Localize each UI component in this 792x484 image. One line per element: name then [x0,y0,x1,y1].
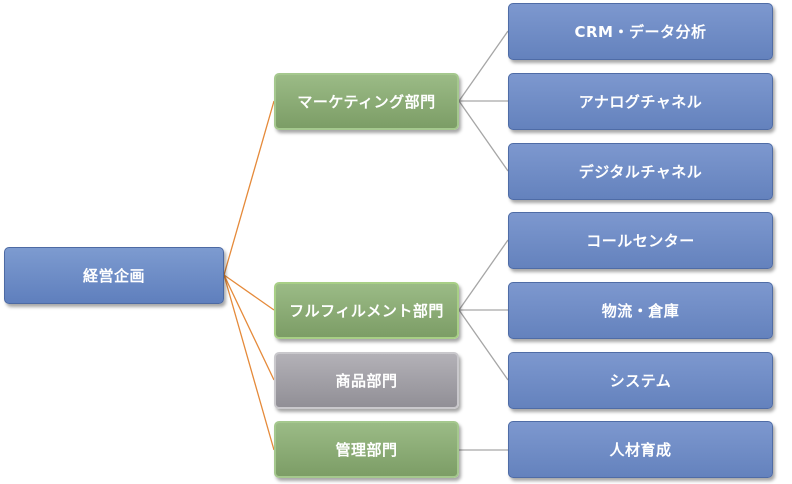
department-fulfillment-label: フルフィルメント部門 [289,302,444,320]
unit-digital-channel-label: デジタルチャネル [578,163,703,181]
connector-root-product [223,274,275,381]
connector-fulfillment-system [458,309,509,381]
department-product-label: 商品部門 [335,372,398,390]
unit-crm-data-analysis[interactable]: CRM・データ分析 [508,3,773,60]
department-management[interactable]: 管理部門 [274,421,459,478]
department-marketing[interactable]: マーケティング部門 [274,73,459,130]
root-node[interactable]: 経営企画 [4,247,224,304]
unit-system-label: システム [609,372,672,390]
connector-root-management [223,274,275,451]
unit-digital-channel[interactable]: デジタルチャネル [508,143,773,200]
unit-analog-channel-label: アナログチャネル [578,93,703,111]
unit-call-center-label: コールセンター [586,232,695,250]
department-product[interactable]: 商品部門 [274,352,459,409]
department-management-label: 管理部門 [335,441,398,459]
root-node-label: 経営企画 [82,267,145,285]
connector-root-marketing [223,100,275,276]
unit-analog-channel[interactable]: アナログチャネル [508,73,773,130]
unit-hr-development[interactable]: 人材育成 [508,421,773,478]
unit-system[interactable]: システム [508,352,773,409]
unit-logistics-warehouse-label: 物流・倉庫 [601,302,680,320]
unit-crm-data-analysis-label: CRM・データ分析 [574,23,707,41]
unit-logistics-warehouse[interactable]: 物流・倉庫 [508,282,773,339]
unit-call-center[interactable]: コールセンター [508,212,773,269]
connector-marketing-digital [458,100,509,172]
department-marketing-label: マーケティング部門 [297,93,436,111]
connector-marketing-crm [458,30,509,102]
connector-root-fulfillment [223,274,275,311]
connector-fulfillment-callcenter [458,239,509,311]
department-fulfillment[interactable]: フルフィルメント部門 [274,282,459,339]
unit-hr-development-label: 人材育成 [609,441,672,459]
